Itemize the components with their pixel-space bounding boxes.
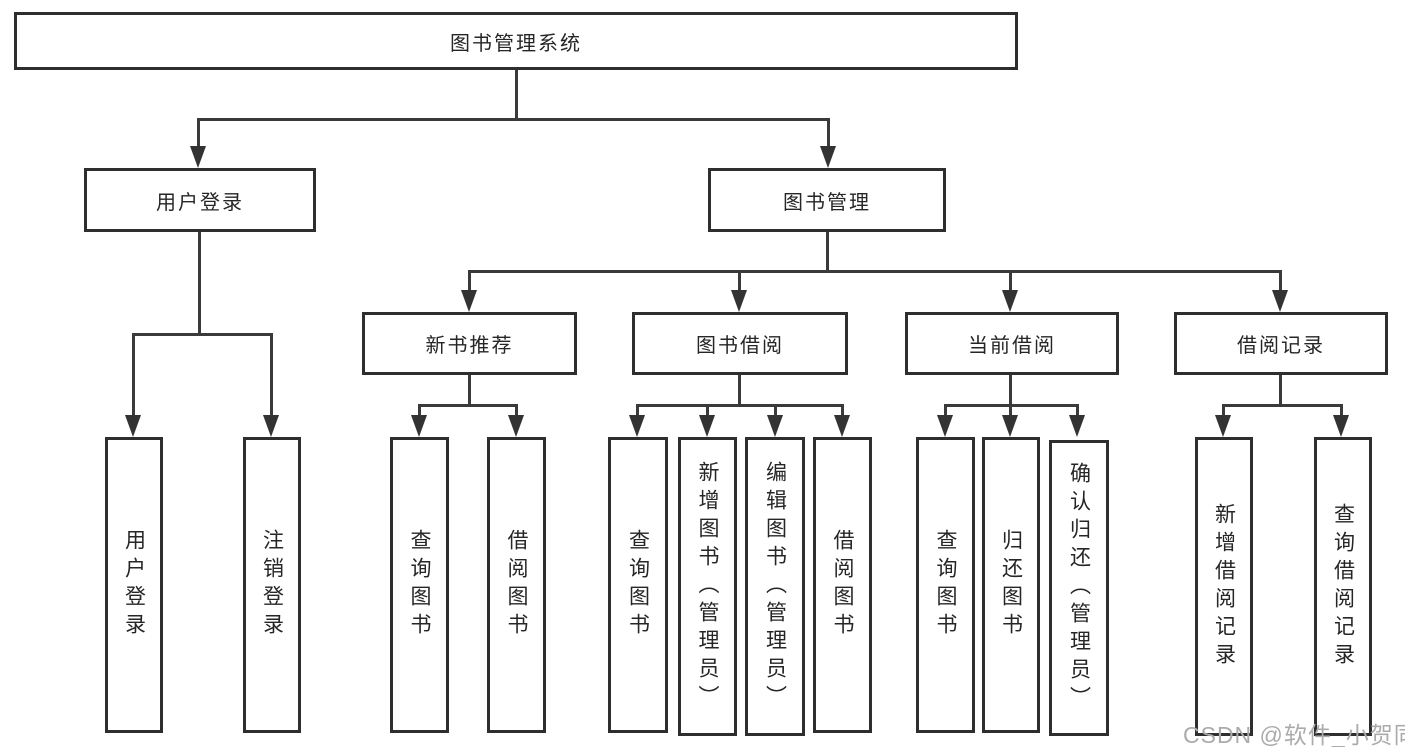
arrow-to-bb-query xyxy=(629,415,645,437)
arrow-to-book-borrow xyxy=(731,290,747,312)
connector-stem-bb-borrow xyxy=(841,404,844,417)
node-book-borrowing: 图书借阅 xyxy=(632,312,848,375)
connector-root-horizontal xyxy=(198,118,830,121)
connector-stem-user-login xyxy=(197,118,200,148)
arrow-to-br-add xyxy=(1215,415,1231,437)
connector-stem-book-mgmt xyxy=(827,118,830,148)
connector-stem-new-book xyxy=(468,270,471,292)
connector-stem-cb-return xyxy=(1009,404,1012,417)
arrow-to-current-borrow xyxy=(1002,290,1018,312)
arrow-to-leaf-login xyxy=(125,415,141,437)
arrow-to-cb-query xyxy=(937,415,953,437)
node-current-borrowing: 当前借阅 xyxy=(905,312,1119,375)
connector-stem-cb-confirm xyxy=(1076,404,1079,417)
connector-stem-leaf-logout xyxy=(270,333,273,417)
connector-borrowrecord-down xyxy=(1279,375,1282,407)
node-new-book-recommend: 新书推荐 xyxy=(362,312,577,375)
leaf-logout: 注销登录 xyxy=(243,437,301,733)
connector-stem-current-borrow xyxy=(1009,270,1012,292)
connector-stem-br-add xyxy=(1222,404,1225,417)
node-user-login-branch: 用户登录 xyxy=(84,168,316,232)
connector-stem-br-query xyxy=(1340,404,1343,417)
leaf-bb-add-books-admin: 新增图书（管理员） xyxy=(678,437,737,736)
leaf-cb-return-books: 归还图书 xyxy=(982,437,1040,733)
node-book-management-branch: 图书管理 xyxy=(708,168,946,232)
leaf-bb-query-books: 查询图书 xyxy=(608,437,668,733)
leaf-cb-query-books: 查询图书 xyxy=(916,437,975,733)
arrow-to-bb-borrow xyxy=(834,415,850,437)
arrow-to-leaf-logout xyxy=(263,415,279,437)
connector-stem-nb-borrow xyxy=(515,404,518,417)
connector-stem-bb-query xyxy=(636,404,639,417)
leaf-nb-query-books: 查询图书 xyxy=(390,437,449,733)
connector-borrowrecord-horizontal xyxy=(1222,404,1342,407)
arrow-to-nb-query xyxy=(411,415,427,437)
node-borrowing-records: 借阅记录 xyxy=(1174,312,1388,375)
arrow-to-book-mgmt xyxy=(820,146,836,168)
arrow-to-nb-borrow xyxy=(508,415,524,437)
leaf-nb-borrow-books: 借阅图书 xyxy=(487,437,546,733)
leaf-bb-borrow-books: 借阅图书 xyxy=(813,437,872,733)
node-library-management-system: 图书管理系统 xyxy=(14,12,1018,70)
connector-currentborrow-down xyxy=(1009,375,1012,407)
connector-stem-book-borrow xyxy=(738,270,741,292)
connector-stem-bb-add xyxy=(706,404,709,417)
connector-bookborrow-horizontal xyxy=(636,404,843,407)
leaf-bb-edit-books-admin: 编辑图书（管理员） xyxy=(745,437,805,736)
arrow-to-cb-return xyxy=(1002,415,1018,437)
connector-userlogin-down xyxy=(198,232,201,336)
connector-stem-nb-query xyxy=(418,404,421,417)
connector-userlogin-horizontal xyxy=(132,333,273,336)
csdn-watermark: CSDN @软件_小贺同学 xyxy=(1183,722,1405,747)
leaf-user-login: 用户登录 xyxy=(105,437,163,733)
arrow-to-borrow-record xyxy=(1272,290,1288,312)
connector-bookmgmt-horizontal xyxy=(468,270,1281,273)
leaf-cb-confirm-return-admin: 确认归还（管理员） xyxy=(1049,440,1109,736)
arrow-to-br-query xyxy=(1333,415,1349,437)
connector-newbook-down xyxy=(468,375,471,407)
connector-stem-leaf-login xyxy=(132,333,135,417)
arrow-to-cb-confirm xyxy=(1069,415,1085,437)
connector-stem-borrow-record xyxy=(1279,270,1282,292)
connector-newbook-horizontal xyxy=(418,404,518,407)
leaf-br-add-record: 新增借阅记录 xyxy=(1195,437,1253,736)
arrow-to-new-book xyxy=(461,290,477,312)
connector-bookmgmt-down xyxy=(826,232,829,273)
arrow-to-bb-add xyxy=(699,415,715,437)
connector-stem-bb-edit xyxy=(774,404,777,417)
arrow-to-bb-edit xyxy=(767,415,783,437)
leaf-br-query-record: 查询借阅记录 xyxy=(1314,437,1372,736)
connector-bookborrow-down xyxy=(738,375,741,407)
connector-stem-cb-query xyxy=(944,404,947,417)
connector-root-down xyxy=(515,70,518,120)
arrow-to-user-login xyxy=(190,146,206,168)
